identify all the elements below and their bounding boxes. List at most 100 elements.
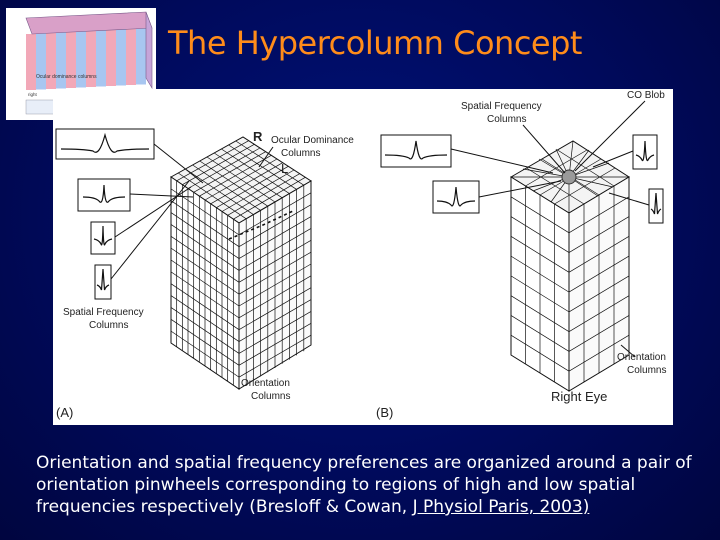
- connector-a3: [114, 186, 192, 238]
- tuning-wave-b1: [384, 140, 448, 160]
- tuning-box-b2: [432, 180, 480, 214]
- connector-a2: [129, 193, 194, 198]
- panel-a-grid-top-b: [199, 160, 268, 207]
- panel-a-grid-front-h: [170, 271, 240, 319]
- connector-co-blob: [574, 100, 646, 172]
- slide-caption: Orientation and spatial frequency prefer…: [36, 452, 706, 518]
- caption-text: Orientation and spatial frequency prefer…: [36, 453, 692, 517]
- hypercolumn-figure: R L Ocular Dominance Columns Spatial Fre…: [53, 89, 673, 425]
- panel-a-grid-top-b: [214, 152, 283, 199]
- panel-a-l-label: L: [281, 161, 289, 176]
- thumbnail-strip: [106, 30, 116, 86]
- panel-a-grid-front-h: [170, 295, 240, 342]
- thumbnail-strip: [66, 32, 76, 88]
- panel-a-grid-front-h: [170, 247, 240, 295]
- panel-b-grid-side-h: [568, 334, 630, 372]
- connector-b4: [608, 192, 650, 206]
- panel-b-block: [510, 140, 630, 392]
- pinwheel-spoke: [522, 168, 570, 178]
- tuning-wave-b4: [650, 192, 662, 215]
- thumbnail-strips: [26, 28, 146, 90]
- tuning-box-b1: [380, 134, 452, 168]
- thumbnail-strip: [136, 28, 146, 85]
- thumbnail-caption-1: Ocular dominance columns: [36, 74, 97, 80]
- panel-a-grid-front-h: [170, 283, 240, 331]
- panel-b-grid-front-h: [510, 216, 570, 253]
- panel-a-grid-front-h: [170, 235, 240, 283]
- panel-a-grid-top-b: [185, 168, 254, 215]
- panel-b-connectors: [450, 100, 650, 358]
- panel-a-label: (A): [56, 405, 74, 420]
- panel-b-grid-front-h: [510, 334, 570, 372]
- thumbnail-strip: [116, 29, 126, 86]
- panel-b-grid-side-h: [568, 275, 630, 313]
- panel-a-grid-side-h: [238, 239, 312, 283]
- caption-reference: J Physiol Paris, 2003): [412, 497, 590, 517]
- panel-b-tuning-curves: [380, 134, 664, 224]
- panel-a-grid-side-h: [238, 216, 312, 259]
- panel-b-grid-side-h: [568, 255, 630, 293]
- co-blob-marker: [561, 169, 577, 185]
- connector-b2: [478, 180, 562, 198]
- tuning-box-b4: [648, 188, 664, 224]
- panel-a-grid: [170, 140, 312, 386]
- panel-b-label: (B): [376, 405, 394, 420]
- panel-a-orientation-label-1: Orientation: [241, 378, 290, 389]
- panel-a-grid-top-b: [192, 164, 261, 211]
- panel-a-grid-front-h: [170, 200, 240, 248]
- panel-b-orientation-label-1: Orientation: [617, 352, 666, 363]
- panel-a-grid-side-h: [238, 192, 312, 236]
- thumbnail-caption-2: right: [28, 92, 38, 97]
- thumbnail-side-face: [145, 11, 153, 90]
- panel-a-tuning-waves: [60, 132, 150, 291]
- thumbnail-strip: [86, 31, 96, 87]
- thumbnail-strip: [96, 30, 106, 87]
- panel-b-spatial-frequency-label-1: Spatial Frequency: [461, 101, 542, 112]
- tuning-wave-a4: [96, 268, 110, 291]
- panel-b-spatial-frequency-label-2: Columns: [487, 114, 527, 125]
- panel-a-grid-side-h: [238, 311, 312, 354]
- panel-b-grid-side-h: [568, 196, 630, 234]
- connector-b-orient: [620, 344, 636, 358]
- panel-a-grid-front-h: [170, 318, 240, 366]
- tuning-wave-b3: [635, 140, 655, 162]
- panel-a-grid-top-b: [178, 172, 247, 220]
- panel-a-grid-side-h: [238, 322, 312, 366]
- panel-b-grid-side-h: [568, 315, 630, 352]
- pinwheel-spoke: [568, 176, 614, 188]
- panel-a-grid-side-h: [238, 204, 312, 248]
- panel-b-grid-front-h: [510, 196, 570, 234]
- panel-a-grid-side-h: [238, 287, 312, 331]
- panel-a-grid-front-h: [170, 224, 240, 271]
- tuning-box-b3: [632, 134, 658, 170]
- tuning-wave-a2: [82, 184, 126, 203]
- co-blob-label: CO Blob: [627, 90, 665, 101]
- panel-b-grid-front-h: [510, 295, 570, 332]
- hypercolumn-diagram: [55, 100, 664, 392]
- panel-a-grid-front-h: [170, 212, 240, 259]
- thumbnail-strip: [36, 33, 46, 90]
- panel-b-grid-side-h: [568, 295, 630, 332]
- panel-b-grid-top-b: [557, 149, 615, 187]
- thumbnail-strip: [76, 31, 86, 88]
- panel-a-connectors: [110, 143, 274, 280]
- connector-b-sf: [522, 124, 566, 174]
- tuning-box-a1: [55, 128, 155, 160]
- panel-a-grid-side-h: [238, 334, 312, 378]
- panel-a-grid-side-h: [238, 251, 312, 295]
- panel-a-grid-side-h: [238, 263, 312, 307]
- panel-b-grid-front-h: [510, 275, 570, 313]
- panel-b-grid-top-b: [526, 167, 585, 205]
- panel-a-r-label: R: [253, 129, 263, 144]
- panel-a-spatial-frequency-label-2: Columns: [89, 320, 129, 331]
- connector-a1: [153, 143, 204, 184]
- panel-a-orientation-label-2: Columns: [251, 391, 291, 402]
- thumbnail-strip: [26, 34, 36, 90]
- panel-a-grid-front-h: [170, 307, 240, 354]
- thumbnail-strip: [56, 32, 66, 89]
- ocular-dominance-label-2: Columns: [281, 148, 321, 159]
- panel-a-grid-side-h: [238, 228, 312, 271]
- panel-a-grid-top-b: [228, 144, 297, 190]
- connector-b1: [450, 148, 554, 174]
- slide-title: The Hypercolumn Concept: [168, 24, 582, 62]
